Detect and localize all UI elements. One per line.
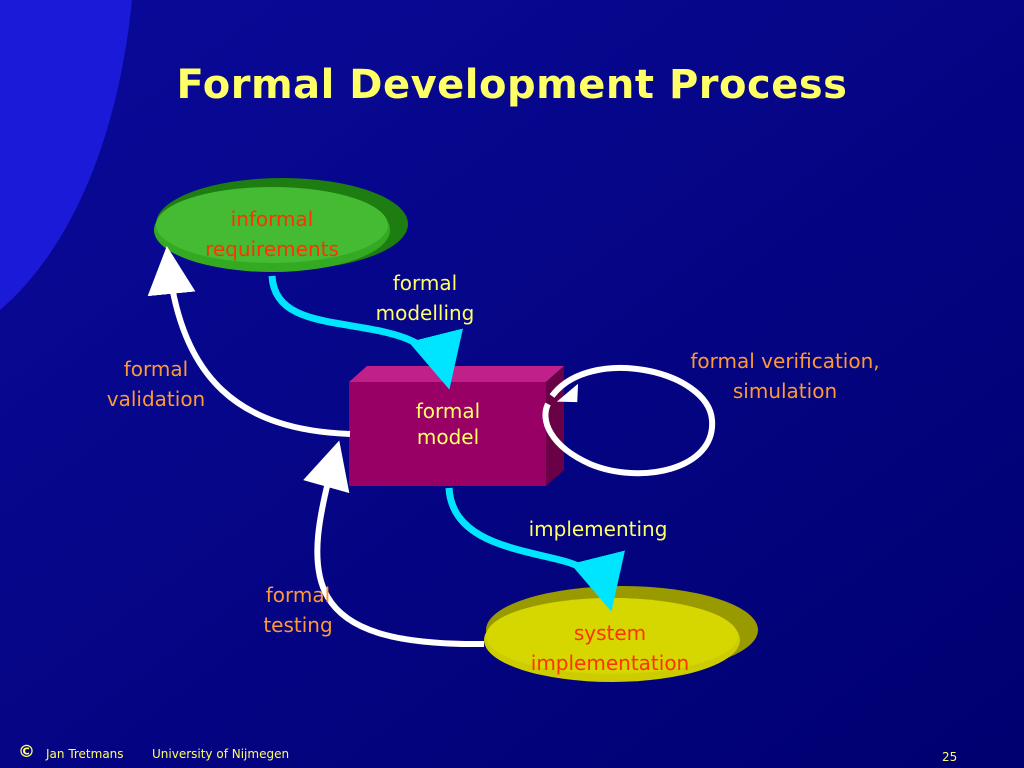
footer-author: Jan Tretmans [46, 747, 124, 761]
system-implementation-label-line2: implementation [530, 651, 690, 675]
formal-model-label-line1: formal [415, 399, 481, 423]
formal-modelling-arrow [268, 275, 463, 390]
informal-requirements-node [154, 178, 408, 272]
system-implementation-label-line1: system [573, 621, 647, 645]
formal-verification-loop-arrow [542, 364, 716, 477]
background-corner-shape [0, 0, 132, 310]
formal-model-node [349, 366, 564, 486]
formal-testing-label-line1: formal [265, 583, 331, 607]
formal-validation-label: formal validation [88, 354, 224, 414]
formal-validation-label-line2: validation [106, 387, 206, 411]
formal-verification-label: formal verification, simulation [660, 346, 910, 406]
slide-title: Formal Development Process [176, 62, 848, 108]
implementing-arrow [445, 487, 625, 612]
formal-testing-label: formal testing [246, 580, 350, 640]
system-implementation-label: system implementation [500, 618, 720, 678]
formal-model-label: formal model [368, 398, 528, 450]
informal-requirements-label-line2: requirements [205, 237, 339, 261]
footer-institution: University of Nijmegen [152, 747, 290, 761]
formal-modelling-label-line1: formal [392, 271, 458, 295]
formal-model-label-line2: model [416, 425, 480, 449]
implementing-label: implementing [512, 514, 684, 544]
formal-testing-arrow [303, 440, 485, 648]
formal-modelling-label-line2: modelling [375, 301, 475, 325]
implementing-label-line1: implementing [528, 517, 668, 541]
informal-requirements-label: informal requirements [180, 204, 364, 264]
formal-validation-label-line1: formal [123, 357, 189, 381]
formal-validation-arrow [147, 246, 351, 437]
formal-modelling-label: formal modelling [360, 268, 490, 328]
system-implementation-node [484, 586, 758, 682]
formal-verification-label-line2: simulation [732, 379, 838, 403]
copyright-icon: © [18, 742, 35, 762]
formal-verification-arrowhead [556, 383, 579, 403]
formal-testing-label-line2: testing [263, 613, 333, 637]
informal-requirements-label-line1: informal [230, 207, 314, 231]
formal-verification-label-line1: formal verification, [690, 349, 880, 373]
page-number: 25 [942, 750, 958, 764]
